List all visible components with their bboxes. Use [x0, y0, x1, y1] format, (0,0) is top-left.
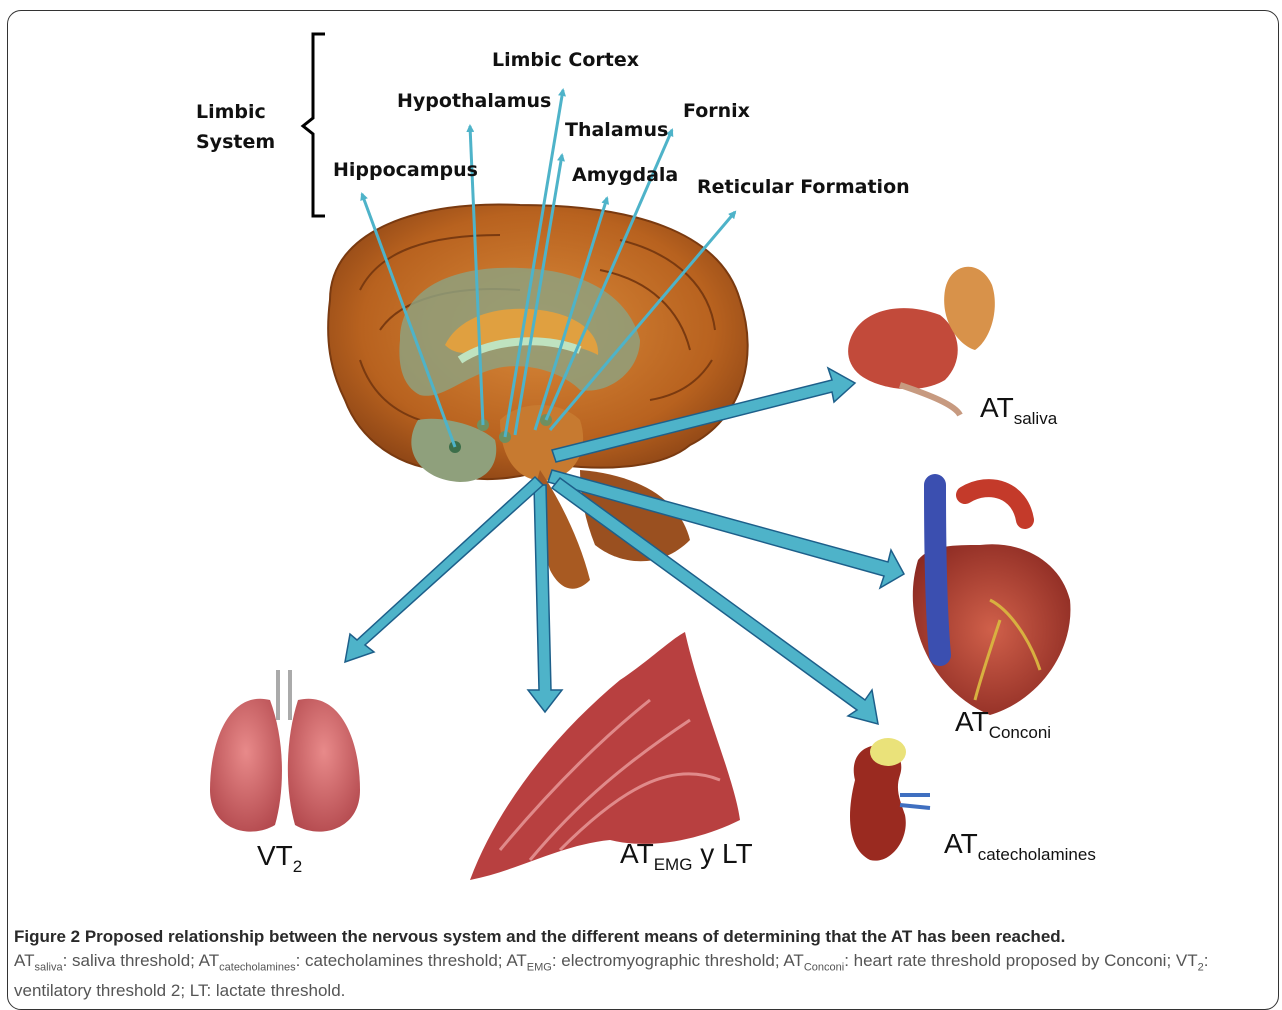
salivary-gland-illustration — [848, 267, 995, 415]
legend-item: ATcatecholamines: catecholamines thresho… — [199, 951, 507, 970]
legend-item: ATsaliva: saliva threshold; — [14, 951, 199, 970]
label-at-conconi: ATConconi — [955, 706, 1051, 743]
label-at-emg-lt: ATEMG y LT — [620, 838, 753, 875]
legend-item: ATConconi: heart rate threshold proposed… — [783, 951, 1176, 970]
label-hypothalamus: Hypothalamus — [397, 90, 551, 112]
label-thalamus: Thalamus — [565, 119, 668, 141]
label-hippocampus: Hippocampus — [333, 159, 478, 181]
label-amygdala: Amygdala — [572, 164, 678, 186]
legend-item: ATEMG: electromyographic threshold; — [506, 951, 783, 970]
label-fornix: Fornix — [683, 100, 750, 122]
label-limbic-cortex: Limbic Cortex — [492, 49, 639, 71]
label-at-catecholamines: ATcatecholamines — [944, 828, 1096, 865]
limbic-bracket — [303, 34, 325, 216]
limbic-system-label-line1: Limbic — [196, 97, 275, 127]
label-reticular-formation: Reticular Formation — [697, 176, 910, 198]
figure-caption: Figure 2 Proposed relationship between t… — [14, 925, 1266, 1003]
label-vt2: VT2 — [257, 840, 302, 877]
caption-legend: ATsaliva: saliva threshold; ATcatecholam… — [14, 949, 1266, 1003]
limbic-system-label-line2: System — [196, 127, 275, 157]
lungs-illustration — [210, 670, 360, 832]
heart-illustration — [913, 485, 1071, 715]
caption-title: Figure 2 Proposed relationship between t… — [14, 925, 1266, 949]
kidney-illustration — [850, 738, 930, 861]
label-at-saliva: ATsaliva — [980, 392, 1057, 429]
limbic-system-label: Limbic System — [196, 97, 275, 157]
